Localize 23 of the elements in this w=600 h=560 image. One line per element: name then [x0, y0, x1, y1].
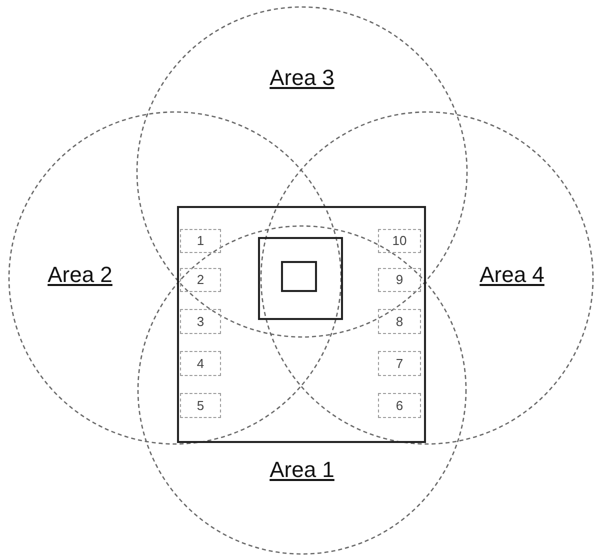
pin-number: 3: [196, 314, 206, 328]
square: [258, 237, 343, 320]
pin-number: 2: [196, 273, 206, 287]
dashed-pin-box: [180, 351, 221, 376]
pin-number: 5: [196, 398, 206, 412]
dashed-pin-box: [378, 268, 421, 292]
dashed-pin-box: [378, 351, 421, 376]
dashed-pin-box: [378, 229, 421, 253]
dashed-pin-box: [378, 393, 421, 418]
pin-number: 7: [394, 356, 404, 370]
pin-number: 6: [394, 398, 404, 412]
pin-number: 8: [394, 314, 404, 328]
outer-square: [177, 206, 426, 443]
pin-number: 9: [394, 273, 404, 287]
dashed-pin-box: [180, 229, 221, 253]
dashed-pin-box: [378, 309, 421, 334]
dashed-pin-box: [180, 309, 221, 334]
pin-number: 1: [196, 234, 206, 248]
pin-number: 4: [196, 356, 206, 370]
dashed-pin-box: [180, 393, 221, 418]
pin-number: 10: [391, 234, 408, 248]
dashed-pin-box: [180, 268, 221, 292]
square: [281, 261, 317, 292]
